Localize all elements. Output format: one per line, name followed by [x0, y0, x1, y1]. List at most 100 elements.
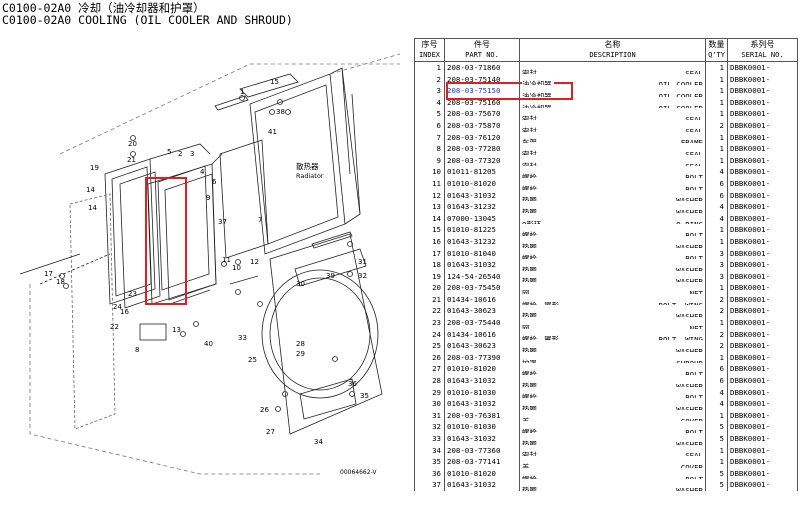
callout: 21 [127, 156, 136, 164]
row-part-number: 208-03-75870 [444, 119, 520, 132]
leader-dots: . . . . . . . . . . . . . . . . . . . . … [522, 115, 703, 120]
row-index: 8 [414, 143, 445, 155]
row-index: 2 [414, 73, 445, 86]
row-part-number: 07000-13045 [444, 212, 520, 225]
row-index: 23 [414, 317, 445, 329]
callout: 14 [86, 186, 95, 194]
leader-dots: . . . . . . . . . . . . . . . . . . . . … [522, 358, 703, 364]
row-description-en: SEAL [683, 148, 703, 155]
row-description-en: BOLT [683, 183, 703, 190]
row-description: . . . . . . . . . . . . . . . . . . . . … [519, 467, 706, 480]
row-index: 26 [414, 351, 445, 364]
row-description-cn: 车架 [522, 137, 539, 144]
row-serial: DBBK0001- [727, 363, 798, 376]
row-index: 20 [414, 282, 445, 294]
row-description-en: SEAL [683, 450, 703, 457]
row-serial: DBBK0001- [727, 317, 798, 329]
callout: 3 [190, 150, 194, 158]
row-description-en: WASHER [674, 241, 703, 248]
row-description-cn: 垫圈 [522, 195, 539, 202]
row-description-en: BOLT [683, 473, 703, 480]
row-index: 15 [414, 224, 445, 236]
row-index: 7 [414, 131, 445, 144]
callout: 31 [358, 258, 367, 266]
row-qty: 5 [705, 479, 728, 491]
row-index: 1 [414, 61, 445, 74]
leader-dots: . . . . . . . . . . . . . . . . . . . . … [522, 462, 703, 468]
row-index: 4 [414, 96, 445, 109]
row-index: 34 [414, 444, 445, 457]
leader-dots: . . . . . . . . . . . . . . . . . . . . … [522, 207, 703, 213]
callout: 36 [348, 380, 357, 388]
row-serial: DBBK0001- [727, 293, 798, 306]
row-qty: 6 [705, 363, 728, 376]
callout: 23 [128, 290, 137, 298]
row-qty: 3 [705, 259, 728, 271]
row-serial: DBBK0001- [727, 73, 798, 86]
row-part-number: 01010-81030 [444, 386, 520, 399]
row-serial: DBBK0001- [727, 212, 798, 225]
row-description-cn: 网 [522, 288, 532, 294]
leader-dots: . . . . . . . . . . . . . . . . . . . . … [522, 370, 703, 376]
leader-dots: . . . . . . . . . . . . . . . . . . . . … [522, 486, 703, 491]
row-description: . . . . . . . . . . . . . . . . . . . . … [519, 108, 706, 120]
row-serial: DBBK0001- [727, 96, 798, 109]
row-part-number: 01010-81020 [444, 467, 520, 480]
row-description-en: OIL COOLER [656, 79, 703, 86]
leader-dots: . . . . . . . . . . . . . . . . . . . . … [522, 103, 703, 109]
row-description-cn: 垫圈 [522, 276, 539, 283]
leader-dots: . . . . . . . . . . . . . . . . . . . . … [522, 184, 703, 190]
row-description-cn: 密封 [522, 67, 539, 74]
row-index: 32 [414, 421, 445, 433]
row-qty: 1 [705, 224, 728, 236]
row-description: . . . . . . . . . . . . . . . . . . . . … [519, 224, 706, 236]
row-description-en: BOLT, WING [656, 334, 703, 341]
row-qty: 6 [705, 177, 728, 190]
row-index: 36 [414, 467, 445, 480]
row-part-number: 208-03-75450 [444, 282, 520, 294]
row-description-cn: 油冷却器 [522, 90, 554, 97]
leader-dots: . . . . . . . . . . . . . . . . . . . . … [522, 254, 703, 260]
row-part-number: 01643-31232 [444, 201, 520, 213]
row-description-en: WASHER [674, 438, 703, 445]
row-description: . . . . . . . . . . . . . . . . . . . . … [519, 386, 706, 399]
row-description-en: WASHER [674, 195, 703, 202]
